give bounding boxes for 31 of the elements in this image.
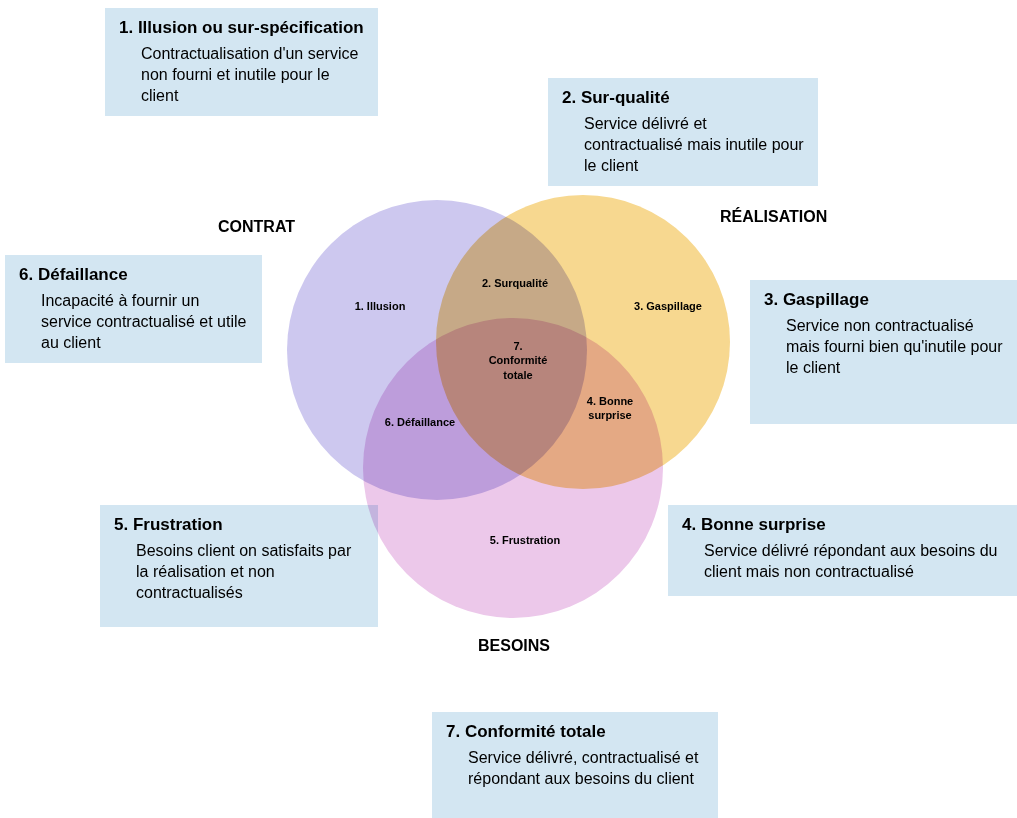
- callout-box: [5, 255, 262, 364]
- callout-heading: 5. Frustration: [114, 515, 224, 535]
- callout-text: Service délivré et contractualisé mais inutile pour le client: [583, 114, 805, 176]
- callout-heading: 3. Gaspillage: [764, 290, 870, 310]
- region-label: 1. Illusion: [353, 298, 407, 314]
- callout-text: Contractualisation d'un service non fourni et inutile pour le client: [140, 44, 360, 106]
- region-label: 2. Surqualité: [481, 275, 549, 291]
- callout-text: Service non contractualisé mais fourni bien qu'inutile pour le client: [785, 316, 1004, 378]
- callout-text: Incapacité à fournir un service contractualisé et utile au client: [40, 291, 248, 353]
- callout-box: [432, 712, 718, 818]
- callout-heading: 7. Conformité totale: [446, 722, 607, 742]
- callout-heading: 2. Sur-qualité: [562, 88, 671, 108]
- callout-heading: 6. Défaillance: [19, 265, 129, 285]
- set-title: RÉALISATION: [720, 208, 828, 226]
- callout-text: Service délivré, contractualisé et répondant aux besoins du client: [467, 748, 700, 789]
- callout-box: [100, 505, 378, 627]
- callout-text: Besoins client on satisfaits par la réalisation et non contractualisés: [135, 541, 353, 603]
- callout-box: [668, 505, 1017, 596]
- region-label: 5. Frustration: [488, 532, 562, 548]
- region-label: 6. Défaillance: [383, 414, 457, 430]
- callout-heading: 1. Illusion ou sur-spécification: [119, 18, 365, 38]
- callout-box: [548, 78, 818, 187]
- callout-box: [105, 8, 378, 117]
- region-label: 7. Conformité totale: [488, 338, 548, 382]
- set-title: BESOINS: [478, 637, 550, 655]
- callout-heading: 4. Bonne surprise: [682, 515, 827, 535]
- region-label: 3. Gaspillage: [633, 298, 703, 314]
- region-label: 4. Bonne surprise: [585, 393, 635, 423]
- callout-box: [750, 280, 1017, 424]
- set-title: CONTRAT: [218, 218, 296, 236]
- callout-text: Service délivré répondant aux besoins du client mais non contractualisé: [703, 541, 999, 582]
